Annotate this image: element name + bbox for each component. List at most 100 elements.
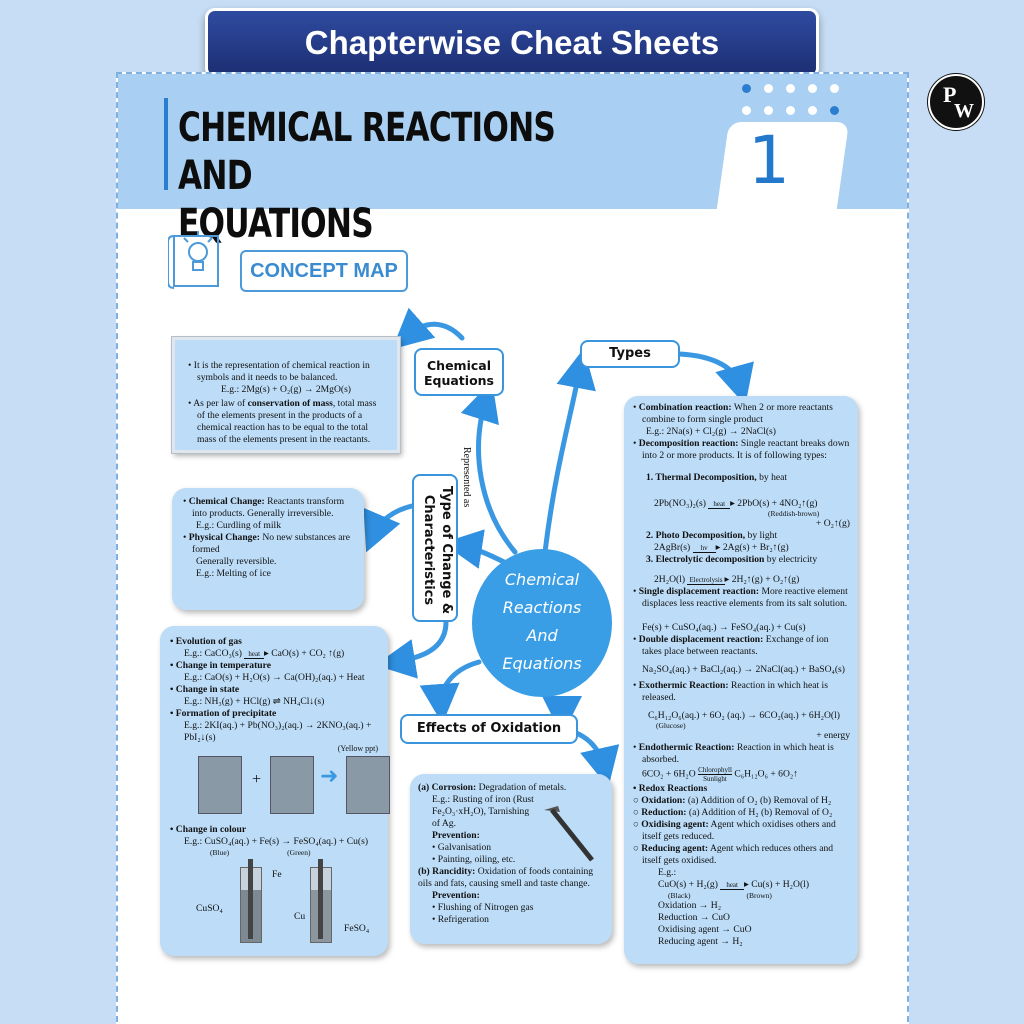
effects-of-oxidation-box: (a) Corrosion: Degradation of metals. E.… [410, 774, 612, 944]
corrosion-example: E.g.: Rusting of iron (Rust Fe₂O₃·xH₂O),… [432, 794, 534, 829]
central-topic-node: Chemical Reactions And Equations [472, 549, 612, 697]
prevention-item-2-text: Painting, oiling, etc. [437, 854, 516, 865]
label-feso4: FeSO₄ [344, 923, 370, 934]
chemical-equations-node: Chemical Equations [414, 348, 504, 396]
label-cu: Cu [294, 911, 306, 922]
gas-heat-arrow: heat [244, 651, 265, 659]
corrosion-title: Corrosion: [431, 782, 477, 793]
equations-point-2-post: , total mass of the elements present in … [197, 398, 377, 445]
label-fe: Fe [272, 869, 282, 880]
thermal-equation: 2Pb(NO₃)₂(s) heat▸ 2PbO(s) + 4NO₂↑(g) [654, 498, 818, 509]
single-title: Single displacement reaction: [638, 586, 760, 597]
endo-eq-a: 6CO₂ + 6H₂O [642, 768, 699, 780]
electrolysis-arrow: Electrolysis [687, 576, 725, 585]
physical-change-title: Physical Change: [188, 532, 260, 543]
rancidity-text: Oxidation of foods containing oils and f… [418, 866, 594, 889]
endo-eq-b: C₆H₁₂O₆ + 6O₂↑ [731, 768, 799, 780]
beaker-image-1 [198, 756, 242, 814]
equations-point-2-pre: As per law of [193, 398, 248, 409]
electro-text: by electricity [764, 554, 818, 565]
chemical-change-title: Chemical Change: [188, 496, 265, 507]
colour-example: E.g.: CuSO₄(aq.) + Fe(s) → FeSO₄(aq.) + … [184, 836, 369, 847]
types-node: Types [580, 340, 680, 368]
redox-eg-label: E.g.: [658, 867, 677, 878]
electro-eq-b: 2H₂↑(g) + O₂↑(g) [729, 574, 800, 585]
green-note: (Green) [287, 848, 311, 857]
gas-title: • Evolution of gas [170, 636, 242, 647]
oa-title: Oxidising agent: [641, 819, 709, 830]
exo-title: Exothermic Reaction: [638, 680, 729, 691]
physical-change-example: E.g.: Melting of ice [196, 568, 271, 579]
chemical-change-example: E.g.: Curdling of milk [196, 520, 282, 531]
type-of-change-label: Type of Change & Characteristics [421, 485, 454, 615]
chapter-header: CHEMICAL REACTIONS AND EQUATIONS 1 [118, 74, 907, 247]
exothermic-item: • Exothermic Reaction: Reaction in which… [633, 680, 828, 703]
lightbulb-scroll-icon [168, 231, 219, 289]
ppt-title-text: Formation of precipitate [175, 708, 277, 719]
decomposition-item: • Decomposition reaction: Single reactan… [633, 438, 850, 461]
physical-change-text: No new substances are formed [192, 532, 350, 555]
photo-equation: 2AgBr(s) hv▸ 2Ag(s) + Br₂↑(g) [654, 542, 789, 553]
endo-arrow-bottom: Sunlight [703, 775, 727, 783]
item-b: (b) [418, 866, 430, 877]
chemical-equations-line-1: Chemical [427, 358, 491, 373]
page-banner: Chapterwise Cheat Sheets [205, 8, 819, 78]
prevention-item-3-text: Flushing of Nitrogen gas [437, 902, 534, 913]
exo-text: Reaction in which heat is released. [642, 680, 828, 703]
equations-point-1-text: It is the representation of chemical rea… [193, 360, 370, 383]
state-title-text: Change in state [175, 684, 240, 695]
ox-text: (a) Addition of O₂ (b) Removal of H₂ [685, 795, 832, 806]
gas-eg-b: CaO(s) + CO₂ ↑(g) [268, 648, 345, 659]
concept-map-label: CONCEPT MAP [240, 250, 408, 292]
exo-energy: + energy [816, 730, 850, 741]
ra-title: Reducing agent: [641, 843, 709, 854]
redox-heat-arrow: heat [720, 882, 744, 890]
central-topic-line-1: Chemical [504, 570, 580, 589]
plus-sign: + [252, 771, 262, 788]
photo-eq-b: 2Ag(s) + Br₂↑(g) [720, 542, 789, 553]
double-title: Double displacement reaction: [638, 634, 764, 645]
combination-example: E.g.: 2Na(s) + Cl₂(g) → 2NaCl(s) [646, 426, 776, 437]
electro-eq-a: 2H₂O(l) [654, 574, 688, 585]
beaker-image-3 [346, 756, 390, 814]
decomposition-text: Single reactant breaks down into 2 or mo… [642, 438, 850, 461]
prevention-item-4-text: Refrigeration [437, 914, 489, 925]
double-displacement-item: • Double displacement reaction: Exchange… [633, 634, 829, 657]
electro-equation: 2H₂O(l) Electrolysis▸ 2H₂↑(g) + O₂↑(g) [654, 574, 800, 585]
colour-title: • Change in colour [170, 824, 247, 835]
prevention-item-3: • Flushing of Nitrogen gas [432, 902, 534, 913]
redox-title: • Redox Reactions [633, 783, 708, 794]
types-of-reactions-box: • Combination reaction: When 2 or more r… [624, 396, 858, 964]
reduction-item: ○ Reduction: (a) Addition of H₂ (b) Remo… [633, 807, 833, 818]
oxidation-item: ○ Oxidation: (a) Addition of O₂ (b) Remo… [633, 795, 832, 806]
redox-notes: (Black)(Brown) [632, 891, 850, 900]
prevention-item-1-text: Galvanisation [437, 842, 492, 853]
red-text: (a) Addition of H₂ (b) Removal of O₂ [686, 807, 833, 818]
physical-change-reversible: Generally reversible. [196, 556, 277, 567]
combination-title: Combination reaction: [638, 402, 732, 413]
ra-text: Agent which reduces others and itself ge… [642, 843, 834, 866]
precipitate-images: + ➜ [188, 756, 390, 820]
rancidity-title: Rancidity: [432, 866, 476, 877]
electro-title: 3. Electrolytic decomposition [646, 554, 765, 565]
prevention-item-2: • Painting, oiling, etc. [432, 854, 516, 865]
single-text: More reactive element displaces less rea… [642, 586, 848, 609]
colour-notes: (Blue)(Green) [170, 848, 378, 857]
equations-point-1: • It is the representation of chemical r… [188, 360, 370, 383]
photo-text: by light [745, 530, 778, 541]
effects-of-oxidation-node: Effects of Oxidation [400, 714, 578, 744]
pw-logo: P W [928, 74, 984, 130]
logo-letter-p: P [943, 82, 957, 107]
thermal-note: (Reddish-brown) [768, 509, 820, 518]
logo-letter-w: W [954, 100, 974, 122]
gas-example: E.g.: CaCO₃(s) heat▸ CaO(s) + CO₂ ↑(g) [184, 648, 345, 659]
central-topic-line-3: And [526, 626, 558, 645]
thermal-title: 1. Thermal Decomposition, [646, 472, 757, 483]
photo-title: 2. Photo Decomposition, [646, 530, 746, 541]
endo-arrow-top: Chlorophyll [698, 766, 732, 775]
gas-eg-a: E.g.: CaCO₃(s) [184, 648, 245, 659]
thermal-text: by heat [756, 472, 788, 483]
